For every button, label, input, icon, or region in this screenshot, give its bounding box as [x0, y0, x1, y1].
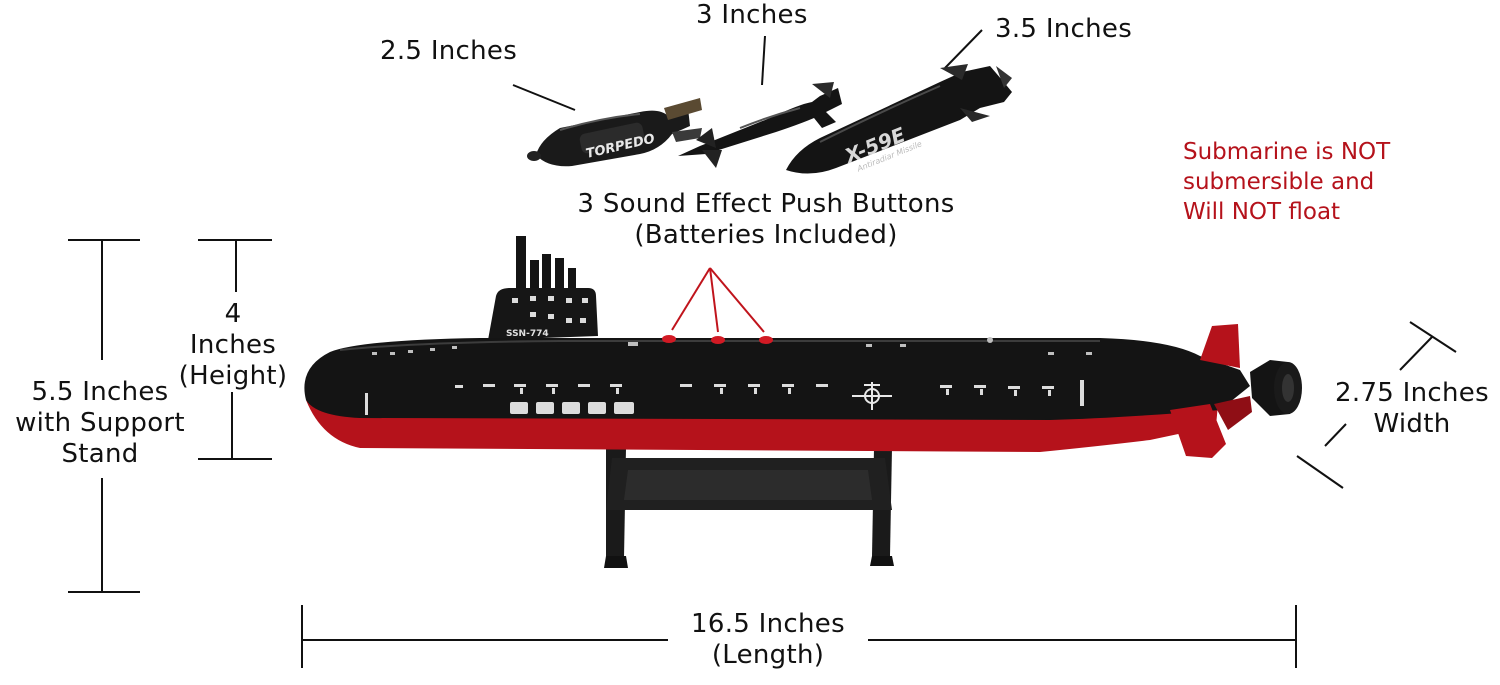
warning-line3: Will NOT float: [1183, 199, 1341, 225]
torpedo-size-label: 2.5 Inches: [380, 36, 518, 66]
sound-buttons-label: 3 Sound Effect Push Buttons (Batteries I…: [548, 189, 984, 251]
sound-buttons-label-line1: 3 Sound Effect Push Buttons: [577, 189, 955, 219]
torpedo-weapon: TORPEDO: [527, 98, 702, 167]
stand-height-dimension: [68, 239, 140, 593]
width-dimension: [1296, 321, 1457, 489]
length-label: 16.5 Inches (Length): [668, 609, 868, 671]
height-label: 4 Inches (Height): [168, 299, 298, 392]
button-pointer-lines: [671, 267, 765, 333]
height-line1: 4: [224, 299, 242, 329]
width-label: 2.75 Inches Width: [1318, 378, 1500, 440]
support-stand: [604, 448, 894, 568]
submarine-hull: SSN-774: [304, 236, 1302, 458]
warning-line1: Submarine is NOT: [1183, 139, 1391, 165]
length-line1: 16.5 Inches: [691, 609, 845, 639]
width-line1: 2.75 Inches: [1335, 378, 1489, 408]
periscope-masts: [516, 236, 576, 294]
warning-line2: submersible and: [1183, 169, 1375, 195]
small-missile-weapon: [678, 82, 842, 168]
width-line2: Width: [1373, 409, 1451, 439]
length-dimension: [301, 605, 1297, 668]
stand-height-line1: 5.5 Inches: [31, 377, 169, 407]
hull-number: SSN-774: [506, 329, 549, 339]
height-line3: (Height): [178, 361, 288, 391]
stand-height-line2: with Support: [15, 408, 185, 438]
height-dimension: [198, 239, 272, 460]
small-missile-size-label: 3 Inches: [696, 0, 808, 30]
warning-note: Submarine is NOT submersible and Will NO…: [1183, 137, 1390, 227]
large-missile-size-label: 3.5 Inches: [995, 14, 1133, 44]
hull-crosshair-marking: [852, 382, 892, 410]
stand-height-line3: Stand: [61, 439, 139, 469]
weapon-leader-lines: [512, 29, 983, 111]
height-line2: Inches: [189, 330, 277, 360]
length-line2: (Length): [711, 640, 825, 670]
stand-height-label: 5.5 Inches with Support Stand: [0, 377, 200, 470]
sound-buttons-label-line2: (Batteries Included): [634, 220, 898, 250]
sound-buttons: [662, 335, 773, 344]
